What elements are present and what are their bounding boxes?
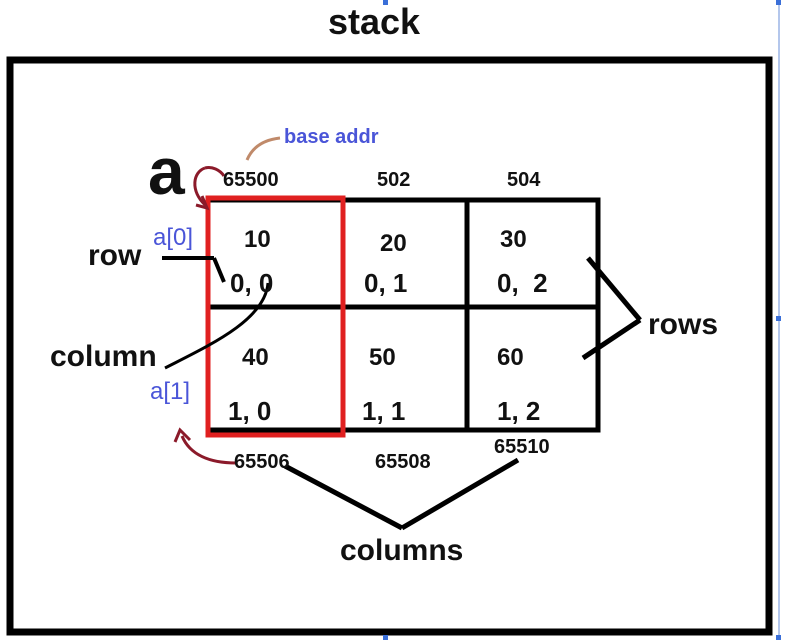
selection-handle-top-right[interactable]	[776, 0, 781, 5]
array-name: a	[148, 134, 185, 208]
bottom-address-1: 65508	[375, 451, 431, 473]
column-pointer-line	[164, 282, 270, 370]
columns-bracket-left	[283, 463, 404, 531]
selection-handle-bottom[interactable]	[383, 635, 388, 640]
bottom-addr-arrow-tip	[173, 427, 192, 443]
cell-value: 60	[497, 344, 524, 371]
bottom-addr-arrow	[180, 435, 237, 465]
cell-index: 1, 1	[362, 396, 406, 426]
array-name-arrow-top	[204, 166, 226, 177]
selection-handle-top[interactable]	[383, 0, 388, 5]
rows-bracket-bottom	[581, 317, 642, 361]
selection-handle-corner[interactable]	[776, 635, 781, 640]
column-label: column	[50, 340, 157, 373]
cell-index: 0, 1	[364, 268, 408, 298]
bottom-address-0: 65506	[234, 451, 290, 473]
stack-title: stack	[328, 1, 421, 42]
columns-label: columns	[340, 534, 464, 567]
row-ref-0: a[0]	[153, 224, 194, 251]
cell-value: 50	[369, 344, 396, 371]
array-name-arrow-tip	[195, 195, 210, 211]
row-label: row	[88, 239, 142, 272]
row-pointer-drop	[212, 257, 226, 283]
selection-handle-right[interactable]	[776, 316, 781, 321]
array-name-arrow	[193, 166, 207, 207]
cell-index: 1, 2	[497, 396, 541, 426]
cell-value: 20	[380, 230, 407, 257]
stack-frame	[6, 56, 773, 636]
row-ref-1: a[1]	[150, 378, 191, 405]
rows-label: rows	[648, 308, 719, 341]
columns-bracket-right	[400, 457, 520, 531]
top-address-1: 502	[377, 169, 411, 191]
bottom-address-2: 65510	[494, 436, 550, 458]
cell-index: 0, 0	[230, 268, 274, 298]
base-addr-label: base addr	[284, 126, 379, 148]
column-highlight	[205, 195, 346, 438]
cell-value: 30	[500, 226, 527, 253]
cell-index: 0, 2	[497, 268, 548, 298]
rows-bracket-top	[586, 256, 642, 322]
base-addr-arrow	[245, 136, 281, 161]
top-address-2: 504	[507, 169, 541, 191]
cell-value: 40	[242, 344, 269, 371]
top-address-0: 65500	[223, 169, 279, 191]
cell-value: 10	[244, 226, 271, 253]
cell-index: 1, 0	[228, 396, 272, 426]
